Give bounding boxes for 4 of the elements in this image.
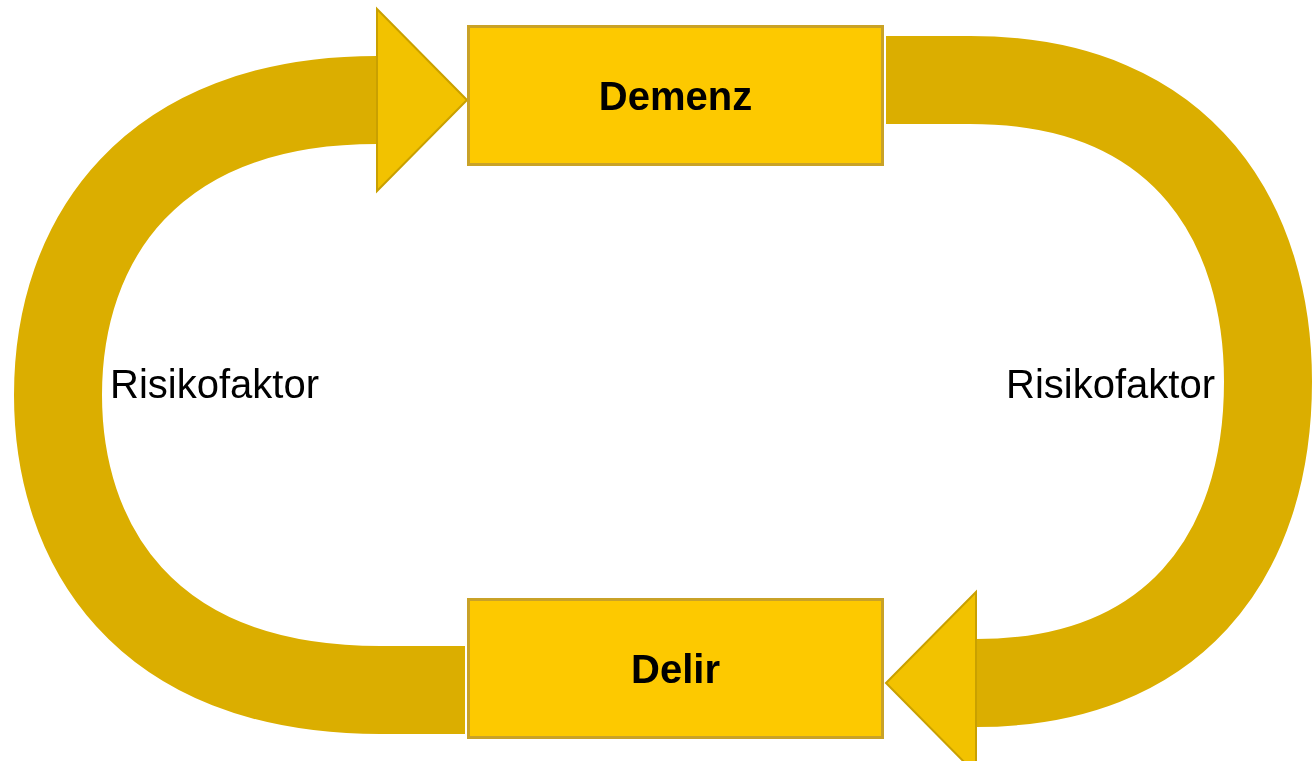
process-box: Delir <box>467 598 884 739</box>
process-box: Demenz <box>467 25 884 166</box>
edge-label: Risikofaktor <box>1005 361 1215 408</box>
edge-label: Risikofaktor <box>110 361 319 408</box>
